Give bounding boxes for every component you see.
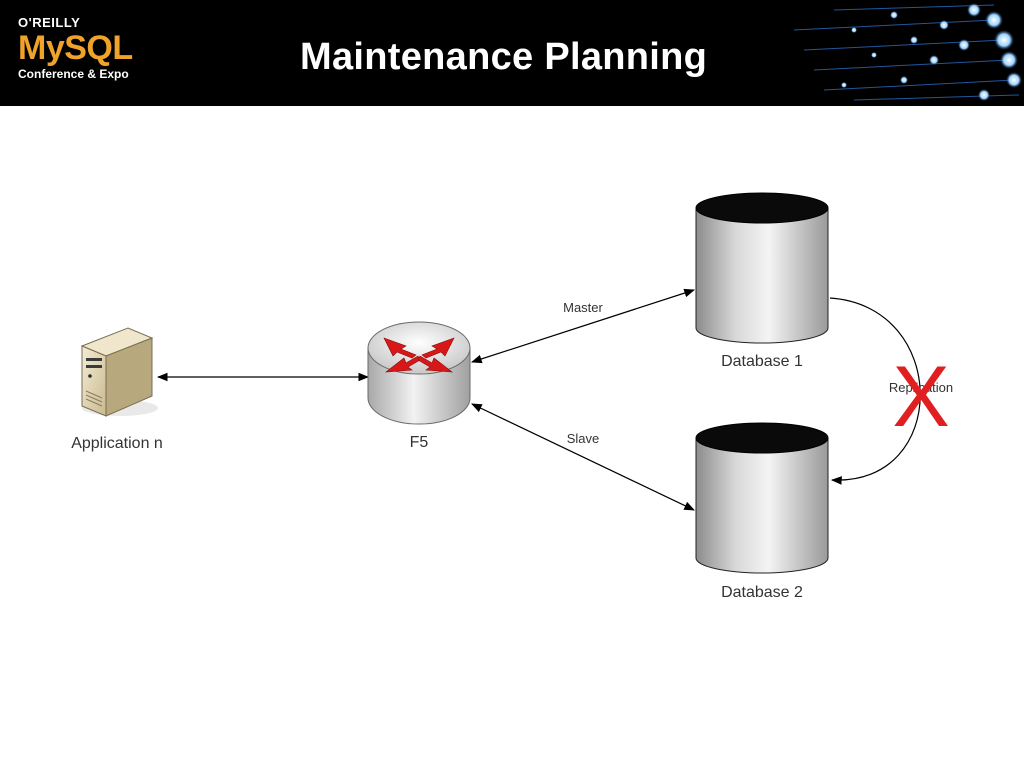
logo-brand: MySQL bbox=[18, 29, 133, 67]
router-icon[interactable] bbox=[367, 321, 471, 425]
database-2-icon[interactable] bbox=[695, 422, 829, 574]
conference-logo: O'REILLY MySQL Conference & Expo bbox=[18, 16, 133, 82]
architecture-diagram: Application n F5 Master Slave Database 1… bbox=[71, 192, 953, 601]
master-connector bbox=[470, 288, 696, 364]
slide-header: O'REILLY MySQL Conference & Expo Mainten… bbox=[0, 0, 1024, 106]
slave-label: Slave bbox=[567, 431, 600, 446]
slave-connector bbox=[471, 403, 695, 511]
f5-label: F5 bbox=[410, 434, 429, 451]
database-1-icon[interactable] bbox=[695, 192, 829, 344]
database-1-label: Database 1 bbox=[721, 353, 803, 370]
replication-broken-icon: X bbox=[892, 349, 949, 445]
fiber-optics-icon bbox=[794, 3, 1022, 101]
replication-label: Replication bbox=[889, 380, 953, 395]
application-label: Application n bbox=[71, 435, 163, 452]
logo-publisher: O'REILLY bbox=[18, 15, 81, 30]
logo-event: Conference & Expo bbox=[18, 67, 129, 81]
database-2-label: Database 2 bbox=[721, 584, 803, 601]
master-label: Master bbox=[563, 300, 603, 315]
server-icon[interactable] bbox=[80, 327, 158, 417]
slide-title: Maintenance Planning bbox=[300, 36, 708, 78]
replication-connector bbox=[829, 297, 921, 485]
